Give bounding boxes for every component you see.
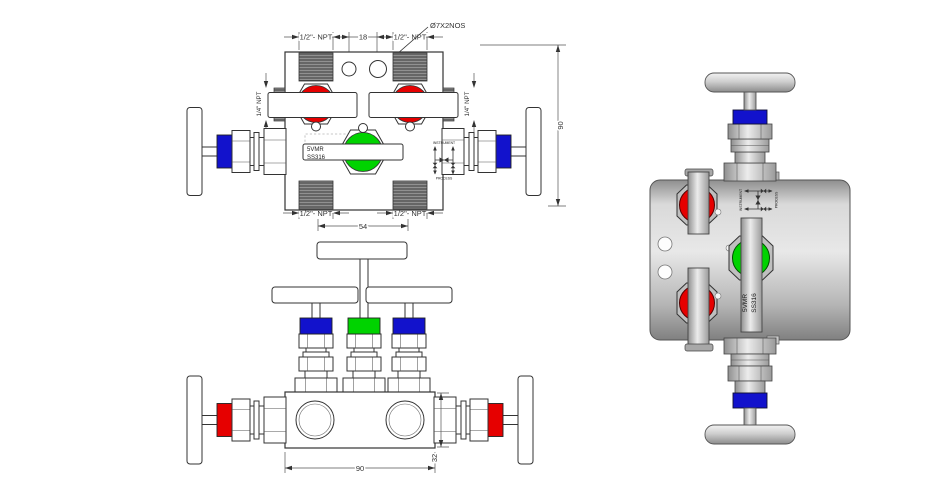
packing-nut xyxy=(727,123,773,140)
body-hole xyxy=(657,236,673,252)
vent-dot xyxy=(405,121,415,132)
valve-stem xyxy=(743,91,757,111)
packing-nut xyxy=(727,365,773,382)
t-handle xyxy=(704,72,796,93)
vent-dot xyxy=(358,123,368,133)
dim-side-left-npt: 1/4" NPT xyxy=(256,91,263,116)
bonnet-hex xyxy=(723,337,777,355)
collar xyxy=(734,151,766,164)
vent-dot xyxy=(714,208,722,216)
valve-color-band xyxy=(732,109,768,125)
flange-port-inner xyxy=(388,403,422,437)
handle-bar-cap xyxy=(684,343,714,352)
equalizer-handle-bar xyxy=(302,143,404,161)
bonnet-hex xyxy=(723,162,777,182)
material-label: SS316 xyxy=(751,293,758,313)
handle-bar-edge xyxy=(687,267,710,351)
handle-bar-edge xyxy=(740,217,763,333)
body-hole xyxy=(657,264,673,280)
flange-port xyxy=(385,400,425,440)
material-label: SS316 xyxy=(307,155,326,161)
dim-hole-spacing: 18 xyxy=(359,33,367,42)
front-view: 1/2"- NPT 18 1/2"- NPT Ø7X2NOS 90 1/4" N… xyxy=(186,20,567,232)
flange-port xyxy=(295,400,335,440)
flange-port-inner xyxy=(298,403,332,437)
threaded-port xyxy=(392,52,428,82)
valve-stem xyxy=(311,301,321,321)
mounting-hole xyxy=(341,61,357,77)
valve-color-band xyxy=(732,392,768,409)
product-code-label: 5VMR xyxy=(742,294,749,312)
block-valve-handle-bar xyxy=(267,92,358,118)
collar xyxy=(734,380,766,394)
vent-dot xyxy=(311,121,321,132)
dim-top-right-npt: 1/2"- NPT xyxy=(394,33,427,42)
handle-bar-edge xyxy=(687,171,710,235)
dim-port-spacing: 54 xyxy=(359,222,367,231)
valve-stem xyxy=(743,407,757,426)
valve-stem xyxy=(404,301,414,321)
t-handle-bar xyxy=(365,286,453,304)
dim-height: 90 xyxy=(556,121,565,129)
mounting-hole xyxy=(369,60,387,78)
block-valve-handle-bar xyxy=(368,92,459,118)
hole-callout: Ø7X2NOS xyxy=(430,21,465,30)
threaded-port xyxy=(392,180,428,210)
t-handle-bar xyxy=(271,286,359,304)
t-handle-bar xyxy=(316,241,408,260)
threaded-port xyxy=(298,52,334,82)
side-view: 5VMR SS316 xyxy=(649,72,851,445)
dim-body-width: 90 xyxy=(356,464,364,473)
threaded-port xyxy=(298,180,334,210)
dim-top-left-npt: 1/2"- NPT xyxy=(300,33,333,42)
t-handle xyxy=(704,424,796,445)
vent-dot xyxy=(714,292,722,300)
dim-side-right-npt: 1/4" NPT xyxy=(464,91,471,116)
product-code-label: 5VMR xyxy=(307,147,324,153)
plan-view: 90 32 xyxy=(186,241,534,474)
dim-body-depth: 32 xyxy=(430,454,439,462)
